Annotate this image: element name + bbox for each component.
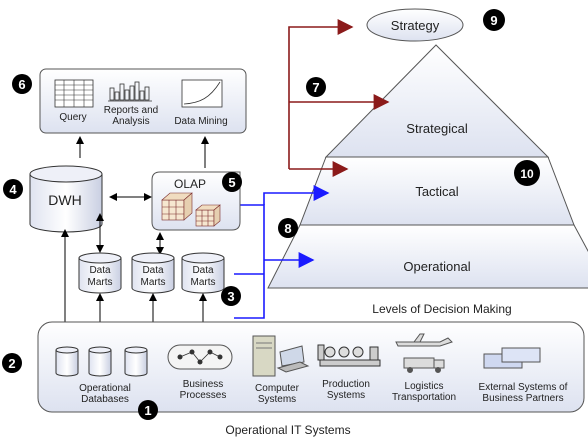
pyramid-level-operational: Operational: [403, 259, 470, 274]
business-processes-line1: Business: [183, 379, 224, 390]
marker-4: 4: [3, 179, 23, 199]
datamart-cylinder-1: [78, 252, 122, 294]
business-processes-line2: Processes: [180, 390, 227, 401]
svg-text:5: 5: [228, 175, 235, 190]
svg-text:8: 8: [284, 221, 291, 236]
marker-6: 6: [12, 74, 32, 94]
computer-systems-line1: Computer: [255, 383, 300, 394]
operational-systems-box: [37, 321, 585, 413]
svg-text:2: 2: [8, 356, 15, 371]
datamart-cylinder-3: [181, 252, 225, 294]
svg-text:7: 7: [312, 80, 319, 95]
reports-label-line1: Reports and: [104, 105, 158, 116]
strategic-arrows: [288, 19, 390, 177]
external-systems-icon: [483, 347, 541, 369]
dwh-label: DWH: [48, 192, 81, 208]
datamart-1-line1: Data: [89, 265, 111, 276]
olap-label: OLAP: [174, 177, 206, 191]
marker-3: 3: [221, 286, 241, 306]
pyramid-level-tactical: Tactical: [415, 184, 458, 199]
external-systems-line2: Business Partners: [482, 393, 563, 404]
logistics-line1: Logistics: [405, 381, 444, 392]
datamart-3-line1: Data: [192, 265, 214, 276]
operational-database-icons: [55, 346, 148, 377]
tactical-operational-arrows: [234, 185, 330, 319]
business-process-icon: [167, 344, 233, 370]
dwh-cylinder: [29, 165, 103, 233]
reports-label-line2: Analysis: [112, 116, 149, 127]
svg-text:4: 4: [9, 182, 17, 197]
marker-9: 9: [483, 9, 505, 31]
svg-text:1: 1: [144, 403, 151, 418]
marker-7: 7: [306, 77, 326, 97]
svg-text:3: 3: [227, 289, 234, 304]
datamart-3-line2: Marts: [191, 277, 216, 288]
datamart-2-line2: Marts: [141, 277, 166, 288]
svg-text:6: 6: [18, 77, 25, 92]
marker-2: 2: [2, 353, 22, 373]
production-systems-line2: Systems: [327, 390, 365, 401]
svg-text:9: 9: [490, 13, 497, 28]
logistics-transport-icon: [395, 333, 453, 373]
pyramid-caption: Levels of Decision Making: [372, 302, 511, 316]
decision-pyramid: [267, 44, 588, 289]
data-mining-label: Data Mining: [174, 116, 227, 127]
computer-systems-line2: Systems: [258, 394, 296, 405]
pyramid-level-strategical: Strategical: [406, 121, 468, 136]
external-systems-line1: External Systems of: [479, 382, 568, 393]
query-table-icon: [54, 79, 94, 108]
data-mining-chart-icon: [181, 79, 223, 108]
marker-5: 5: [222, 172, 242, 192]
strategy-ellipse: [366, 8, 464, 42]
computer-icon: [252, 335, 310, 377]
logistics-line2: Transportation: [392, 392, 456, 403]
production-systems-line1: Production: [322, 379, 370, 390]
marker-10: 10: [514, 160, 540, 186]
operational-it-systems-caption: Operational IT Systems: [225, 423, 350, 437]
operational-databases-line1: Operational: [79, 383, 131, 394]
marker-1: 1: [138, 400, 158, 420]
marker-8: 8: [278, 218, 298, 238]
svg-text:10: 10: [520, 167, 534, 181]
strategy-label: Strategy: [391, 18, 440, 33]
reports-chart-icon: [108, 81, 152, 102]
operational-databases-line2: Databases: [81, 394, 129, 405]
query-label: Query: [59, 112, 86, 123]
production-conveyor-icon: [317, 344, 381, 367]
olap-cube-icons: [161, 192, 221, 227]
datamart-1-line2: Marts: [88, 277, 113, 288]
datamart-2-line1: Data: [142, 265, 164, 276]
